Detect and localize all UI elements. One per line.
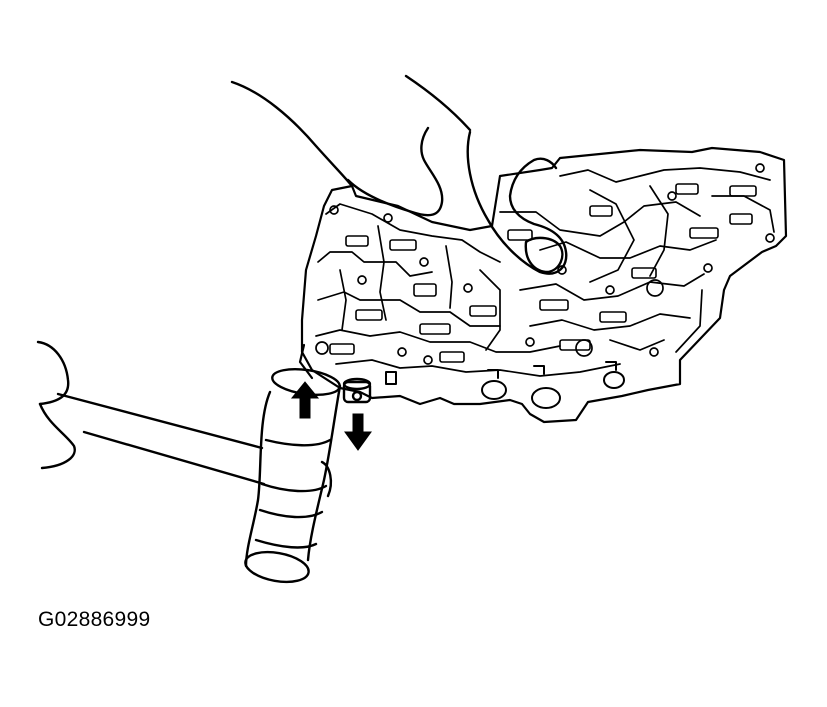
hand-thumb	[466, 130, 568, 275]
hammer-handle-bottom	[82, 430, 266, 486]
hammer	[36, 340, 342, 584]
arrow-down-icon	[344, 413, 372, 451]
figure-id-label: G02886999	[38, 608, 151, 631]
thumbnail	[524, 236, 564, 274]
check-ball-retainer	[342, 377, 372, 404]
hammer-back-face	[244, 550, 310, 584]
valve-body-outline	[300, 146, 788, 424]
valve-body-plate	[298, 146, 788, 424]
arrow-up-icon	[290, 381, 320, 419]
hammer-handle-top	[56, 392, 264, 450]
hand-index-finger	[346, 126, 444, 217]
holding-hand	[36, 340, 70, 406]
hand	[230, 74, 568, 275]
hammer-head-right	[306, 384, 342, 562]
hand-upper	[404, 74, 472, 132]
hammer-head-left	[244, 390, 272, 568]
hand-palm	[230, 80, 354, 188]
